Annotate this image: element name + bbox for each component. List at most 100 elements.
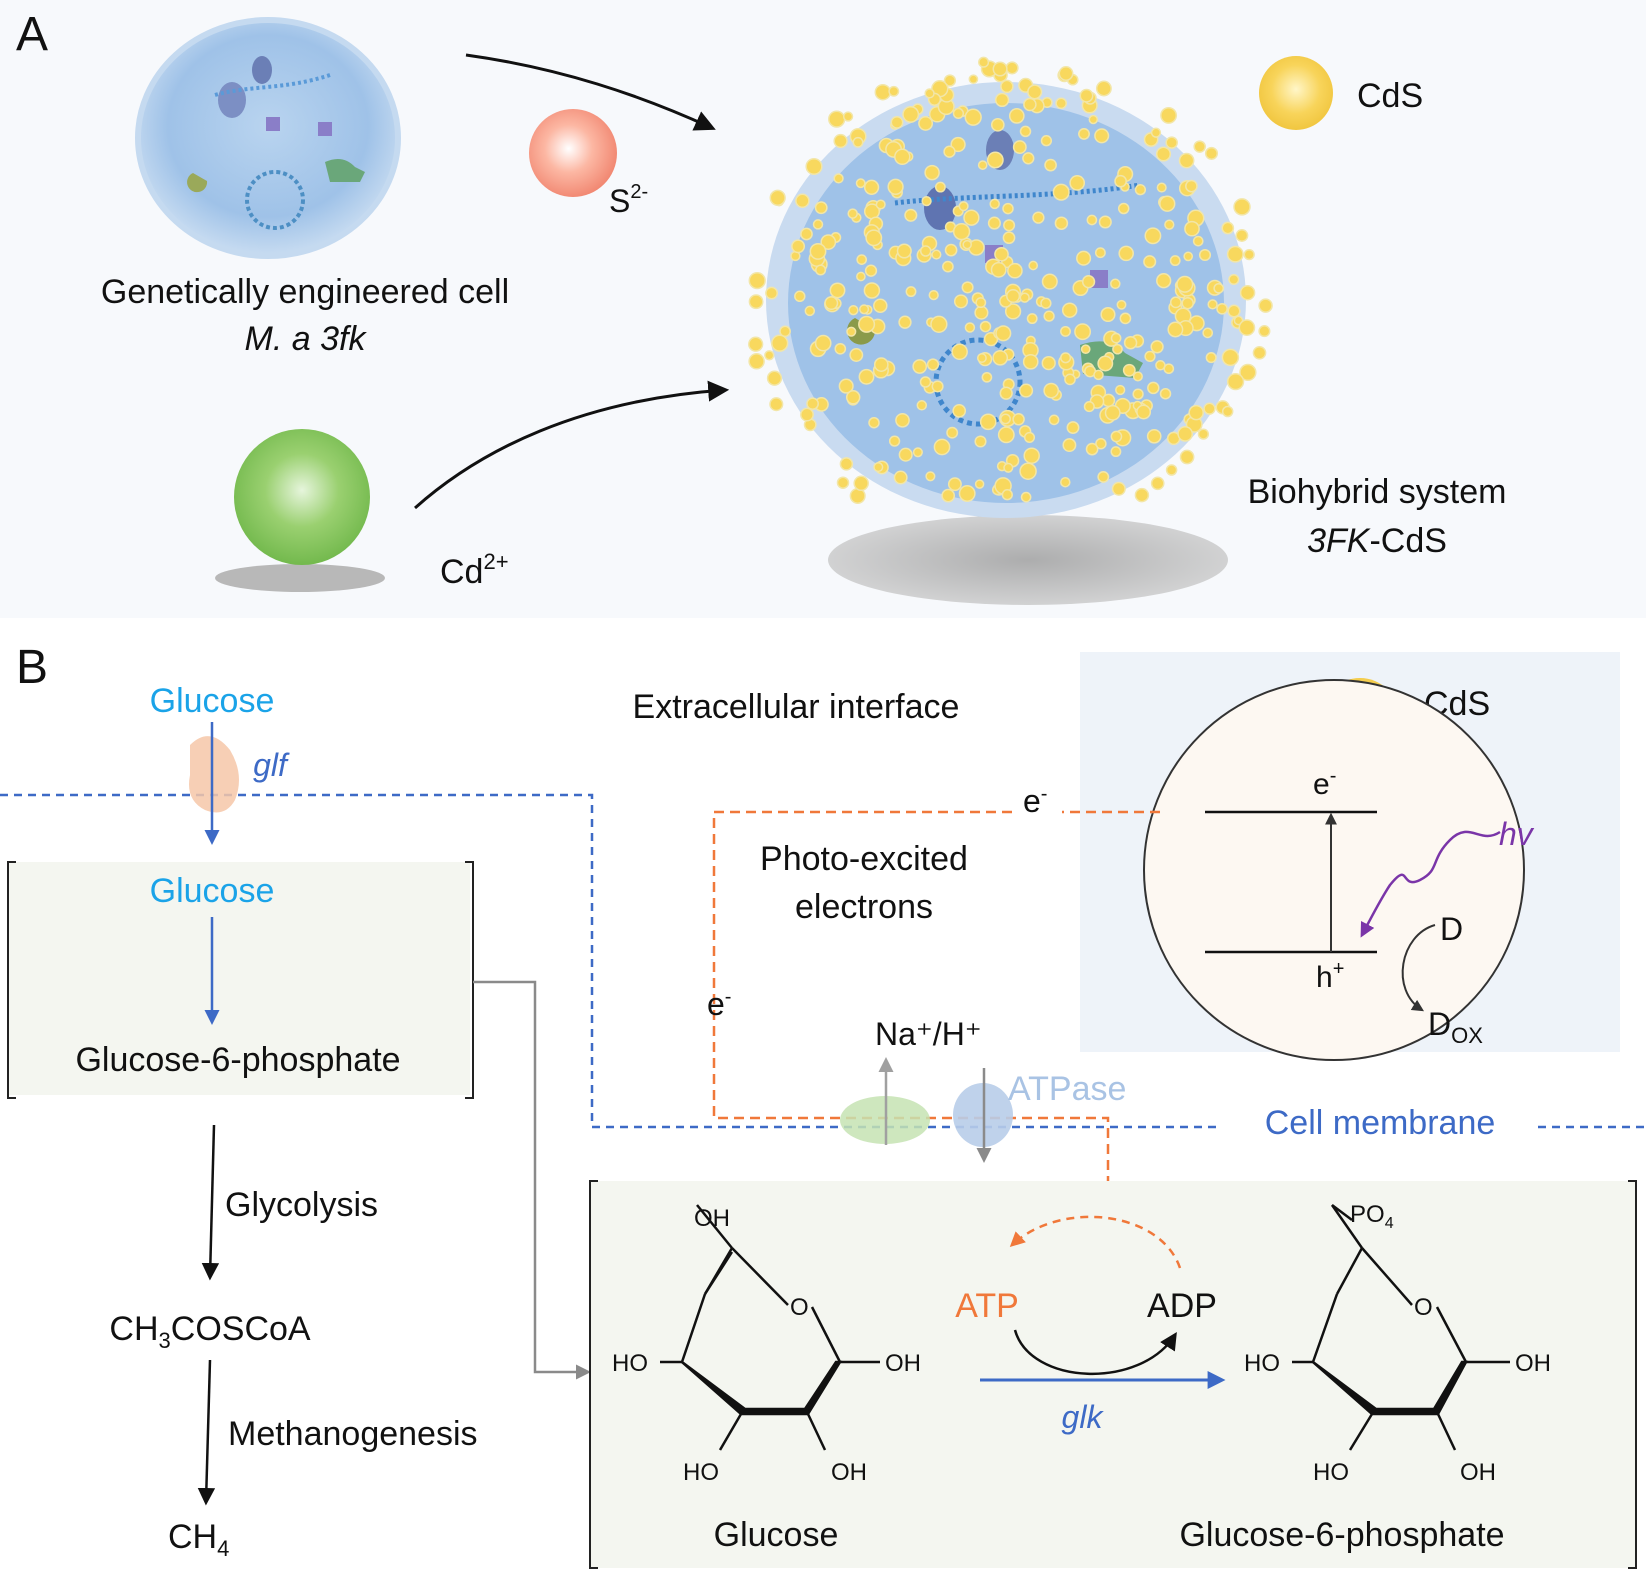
cds-nanoparticle — [1110, 332, 1122, 344]
g6p-left: Glucose-6-phosphate — [75, 1041, 400, 1079]
cds-nanoparticle-cloud — [748, 56, 1273, 504]
cds-nanoparticle — [941, 488, 956, 503]
cds-nanoparticle — [1054, 216, 1069, 230]
cds-nanoparticle — [853, 475, 869, 492]
cds-nanoparticle — [1116, 299, 1127, 310]
g6p-ring-o: O — [1414, 1294, 1433, 1321]
photo-excited-line1: Photo-excited — [760, 840, 968, 878]
cds-nanoparticle — [748, 271, 766, 290]
cds-nanoparticle — [1012, 140, 1027, 155]
cds-nanoparticle — [858, 315, 876, 333]
cds-nanoparticle — [1150, 127, 1162, 138]
cds-nanoparticle — [1048, 414, 1060, 426]
cds-nanoparticle — [994, 246, 1009, 262]
cds-nanoparticle — [1233, 198, 1251, 216]
cds-nanoparticle — [1159, 387, 1172, 400]
glucose-structure — [660, 1204, 880, 1451]
glucose-ho-bottom: HO — [683, 1459, 719, 1486]
cds-nanoparticle — [1204, 146, 1219, 160]
methane-label: CH4 — [168, 1518, 229, 1561]
cds-nanoparticle — [931, 249, 942, 260]
cds-nanoparticle — [1169, 255, 1181, 267]
cds-nanoparticle — [1003, 219, 1016, 232]
po4-base: PO — [1350, 1201, 1385, 1228]
cds-nanoparticle — [800, 227, 813, 241]
cds-nanoparticle — [1061, 302, 1078, 318]
cds-nanoparticle — [836, 476, 850, 489]
cds-nanoparticle — [1081, 275, 1096, 289]
cds-nanoparticle — [990, 117, 1005, 132]
cds-nanoparticle — [864, 264, 878, 277]
cds-nanoparticle — [992, 349, 1009, 366]
cds-nanoparticle — [890, 115, 904, 129]
cds-nanoparticle — [1110, 446, 1122, 458]
electron-side-sup: - — [725, 986, 732, 1008]
cds-nanoparticle — [1239, 284, 1256, 301]
cds-nanoparticle — [1111, 481, 1126, 496]
cds-nanoparticle — [1146, 428, 1162, 444]
plasmid-icon — [245, 170, 305, 230]
cds-nanoparticle — [992, 61, 1008, 77]
cds-nanoparticle — [1007, 262, 1023, 279]
cds-nanoparticle — [1019, 462, 1037, 480]
cds-nanoparticle — [1213, 282, 1225, 294]
cds-nanoparticle — [771, 334, 789, 352]
electron-transfer-path-2 — [712, 810, 1116, 1207]
cds-nanoparticle — [815, 264, 827, 276]
cds-nanoparticle — [898, 447, 913, 462]
cds-nanoparticle — [1062, 438, 1077, 453]
connector-arrow — [473, 980, 591, 1380]
bottom-box-bracket-left — [589, 1180, 598, 1569]
cds-nanoparticle — [942, 260, 954, 273]
g6p-structure — [1292, 1204, 1510, 1451]
cds-nanoparticle — [888, 85, 900, 97]
cds-nanoparticle — [1147, 381, 1160, 395]
cds-nanoparticle — [848, 305, 859, 316]
cds-nanoparticle — [977, 160, 988, 170]
vb-hole-base: h — [1316, 961, 1333, 994]
cds-nanoparticle — [1150, 340, 1164, 354]
donor-ox-sub: OX — [1451, 1023, 1483, 1048]
cds-nanoparticle — [912, 447, 923, 458]
methanogenesis-label: Methanogenesis — [228, 1415, 478, 1453]
cds-nanoparticle — [1134, 184, 1147, 196]
glf-label: glf — [253, 747, 290, 783]
cds-nanoparticle — [812, 219, 824, 230]
cds-nanoparticle — [928, 289, 939, 301]
cds-nanoparticle — [902, 105, 920, 123]
sulfide-label: S2- — [609, 181, 648, 219]
cds-nanoparticle — [1002, 231, 1016, 245]
cds-nanoparticle — [894, 148, 911, 166]
enzyme-icon — [325, 158, 365, 182]
cds-nanoparticle — [852, 136, 864, 148]
cds-nanoparticle — [934, 181, 946, 193]
cds-nanoparticle — [1207, 299, 1218, 310]
cds-nanoparticle — [856, 271, 866, 282]
cds-nanoparticle — [952, 222, 971, 241]
cb-electron-base: e — [1313, 768, 1330, 801]
cadmium-base: Cd — [440, 553, 483, 591]
cds-nanoparticle — [999, 386, 1013, 400]
cds-nanoparticle — [1001, 489, 1013, 501]
cds-nanoparticle — [766, 370, 783, 386]
left-box-bracket-right — [465, 861, 474, 1099]
cds-nanoparticle — [1178, 152, 1195, 169]
cds-nanoparticle — [1119, 312, 1132, 325]
acetyl-a: CH — [109, 1310, 158, 1348]
cds-nanoparticle — [1143, 255, 1157, 269]
cell-caption-line1: Genetically engineered cell — [101, 273, 509, 311]
electron-side-base: e — [707, 986, 725, 1022]
cds-nanoparticle — [1258, 325, 1271, 338]
cds-nanoparticle — [1088, 114, 1099, 125]
cds-nanoparticle — [842, 111, 854, 122]
cds-nanoparticle — [947, 477, 962, 492]
cds-nanoparticle — [1197, 428, 1210, 440]
cds-nanoparticle — [1023, 431, 1036, 443]
cds-nanoparticle — [912, 359, 928, 374]
cds-nanoparticle — [1097, 470, 1110, 483]
cds-nanoparticle — [809, 242, 827, 260]
atp-to-adp-arrow — [1013, 1329, 1177, 1375]
cds-nanoparticle — [1026, 313, 1038, 325]
cds-nanoparticle — [933, 438, 951, 456]
hybrid-caption-rest: -CdS — [1369, 522, 1446, 560]
